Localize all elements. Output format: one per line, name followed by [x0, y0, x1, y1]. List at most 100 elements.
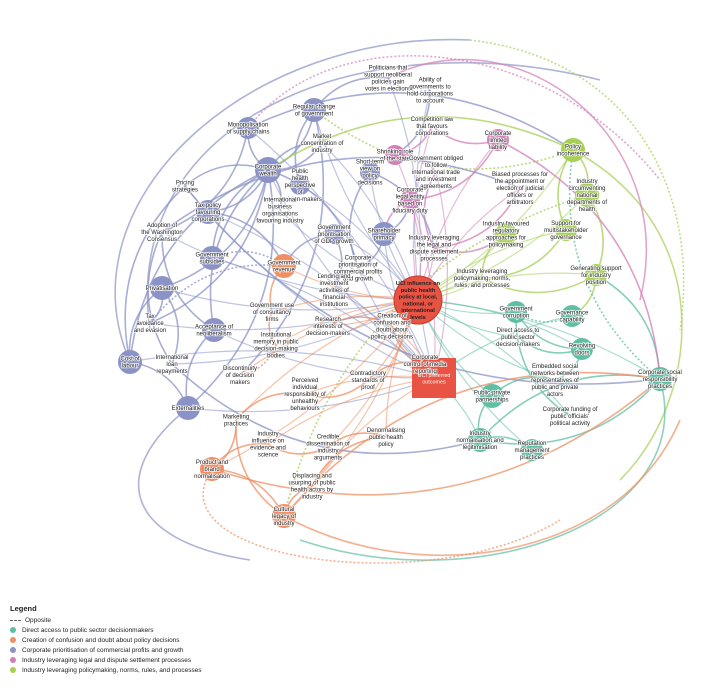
- node-label-n32: Privatisation: [146, 286, 179, 292]
- legend-item-label: Industry leveraging legal and dispute se…: [22, 656, 192, 664]
- edge-n9-n10: [267, 115, 574, 171]
- spoke-n50: [417, 299, 661, 380]
- center-node: [393, 275, 443, 325]
- edge-n50-n9: [568, 149, 661, 380]
- peripheral-arc: [283, 419, 681, 557]
- legend-item-policy: Industry leveraging policymaking, norms,…: [10, 665, 410, 675]
- node-n15: [575, 183, 599, 207]
- node-label-n52: Externalities: [172, 406, 205, 412]
- edge-n60-n50: [211, 378, 661, 496]
- legend-item-confusion: Creation of confusion and doubt about po…: [10, 635, 410, 645]
- spoke-n25: [211, 257, 435, 379]
- node-n10: [255, 157, 281, 183]
- edge-n44-n58: [171, 363, 481, 455]
- node-n33: [505, 301, 527, 323]
- legend-title: Legend: [10, 604, 37, 613]
- legend-opposite: Opposite: [10, 615, 410, 625]
- peripheral-arc: [247, 55, 661, 181]
- legend: Legend Opposite Direct access to public …: [10, 604, 410, 675]
- node-n60: [200, 457, 224, 481]
- node-n59: [521, 439, 543, 461]
- node-n23: [495, 223, 517, 245]
- spoke-n19: [207, 211, 435, 379]
- edge-n55-n56: [267, 443, 329, 455]
- spoke-n32: [161, 287, 419, 311]
- edge-n3-n4: [387, 77, 431, 93]
- edge-n2-n45: [239, 109, 325, 376]
- edge-n24-n29: [481, 229, 567, 279]
- edge-n62-n53: [235, 419, 285, 517]
- spoke-n4: [414, 89, 435, 379]
- node-n11: [290, 175, 310, 195]
- spoke-n53: [235, 299, 419, 421]
- node-n1: [237, 117, 259, 139]
- node-n9: [561, 138, 585, 162]
- legend-swatch: [10, 657, 16, 663]
- edge-n10-n52: [187, 169, 275, 409]
- node-n52: [176, 396, 200, 420]
- legend-item-legal: Industry leveraging legal and dispute se…: [10, 655, 410, 665]
- edge-n50-n58: [479, 378, 661, 445]
- peripheral-arc: [387, 58, 647, 301]
- spoke-n1: [247, 127, 435, 379]
- edge-n41-n45: [239, 344, 277, 376]
- node-n51: [480, 384, 504, 408]
- edge-n20-n40: [161, 231, 215, 331]
- node-n19: [196, 200, 220, 224]
- edge-n29-n30: [481, 274, 597, 294]
- node-n43: [118, 350, 142, 374]
- edge-n10-n32: [161, 169, 269, 289]
- edge-n1-n9: [247, 92, 574, 151]
- edge-n1-n20: [161, 127, 249, 233]
- legend-item-corporate: Corporate prioritisation of commercial p…: [10, 645, 410, 655]
- peripheral-arc: [469, 39, 685, 331]
- legend-item-label: Creation of confusion and doubt about po…: [22, 636, 180, 644]
- outcomes-node: [412, 358, 456, 398]
- node-n26: [272, 254, 296, 278]
- node-n8: [487, 129, 509, 151]
- peripheral-arc: [138, 407, 251, 561]
